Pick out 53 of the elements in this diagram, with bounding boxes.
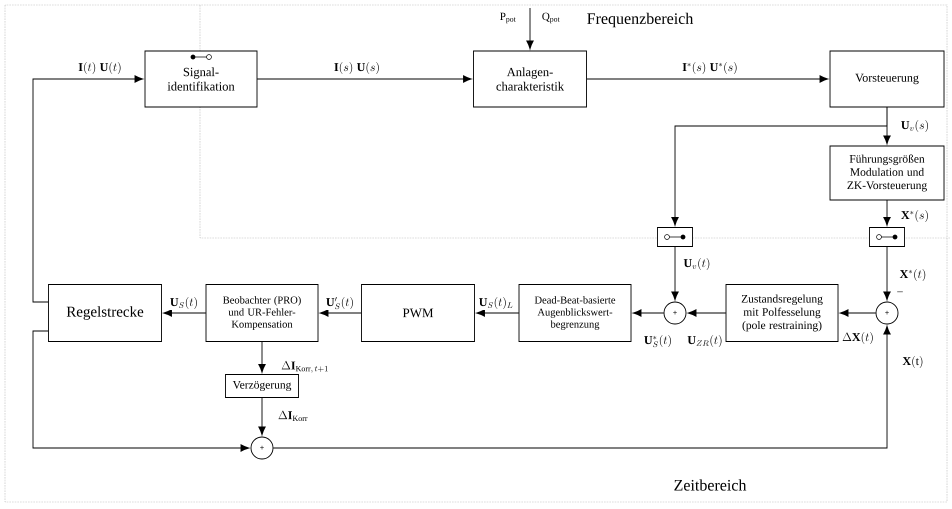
input-label: P$_{pot}$ <box>500 12 516 24</box>
edge-label: $\mathbf{U}_{v}(t)$ <box>682 257 712 271</box>
edge-label: $\mathbf{I}^{*}(s)\;\mathbf{U}^{*}(s)$ <box>681 61 739 75</box>
arrow <box>32 330 250 452</box>
arrow <box>476 309 519 317</box>
edge-label: $\mathbf{U}_{v}(s)$ <box>900 119 930 133</box>
process-box: Vorsteuerung <box>830 50 944 108</box>
arrow <box>586 75 828 83</box>
arrow <box>257 75 472 83</box>
arrow <box>632 309 664 317</box>
process-box: Anlagen- charakteristik <box>473 50 587 108</box>
process-box: Führungsgrößen Modulation und ZK-Vorsteuerung <box>830 146 944 200</box>
process-box: Verzögerung <box>225 374 299 398</box>
edge-label: $\mathbf{X}^{*}(s)$ <box>900 209 930 223</box>
arrow <box>32 75 144 302</box>
process-box: Dead-Beat-basierte Augenblickswert- begrenzung <box>518 284 632 342</box>
edge-label: $\mathbf{U}_{S}(t)_{L}$ <box>478 296 514 310</box>
edge-label: $\mathbf{X}^{*}(t)$ <box>898 268 928 282</box>
switch-box <box>869 227 905 247</box>
arrow <box>840 309 876 317</box>
edge-label: $\mathbf{I}(t)\;\mathbf{U}(t)$ <box>77 61 123 75</box>
edge-label: $\mathbf{X}(\mathrm{t})$ <box>901 355 925 369</box>
process-box: Regelstrecke <box>48 284 162 342</box>
arrow <box>258 342 266 373</box>
arrow <box>526 8 534 50</box>
region-label: Zeitbereich <box>674 479 746 491</box>
edge-label: $\Delta\mathbf{X}(t)$ <box>841 331 875 345</box>
arrow <box>883 246 891 300</box>
edge-label: $\mathbf{U}_{S}(t)$ <box>168 296 200 310</box>
process-box: Zustandsregelung mit Polfesselung (pole restraining) <box>726 284 838 342</box>
edge-label: $\Delta\mathbf{I}_{\mathrm{Korr}}$ <box>276 410 310 422</box>
edge-label: $\mathbf{I}(s)\;\mathbf{U}(s)$ <box>333 61 382 75</box>
input-label: Q$_{pot}$ <box>542 12 560 24</box>
arrow <box>258 398 266 436</box>
summing-junction: + <box>250 436 274 460</box>
process-box: PWM <box>361 284 475 342</box>
arrow <box>671 107 888 226</box>
edge-label: $\mathbf{U}_{S}^{*}(t)$ <box>642 334 674 348</box>
arrow <box>883 200 891 226</box>
process-box: Beobachter (PRO) und UR-Fehler- Kompensation <box>206 284 318 342</box>
summing-junction: + <box>664 302 686 324</box>
arrow <box>671 246 679 300</box>
arrow <box>320 309 362 317</box>
region-label: Frequenzbereich <box>587 12 694 28</box>
switch-box <box>657 227 693 247</box>
arrow <box>273 326 891 448</box>
process-box: Signal- identifikation <box>144 50 258 108</box>
edge-label: $\Delta\mathbf{I}_{\mathrm{Korr},\,t+1}$ <box>280 360 330 374</box>
arrow <box>688 309 726 317</box>
edge-label: $\mathbf{U}_{ZR}(t)$ <box>686 334 724 348</box>
summing-junction: + <box>876 302 898 324</box>
arrow <box>163 309 206 317</box>
edge-label: $\mathbf{U}_{S}'(t)$ <box>324 296 356 310</box>
